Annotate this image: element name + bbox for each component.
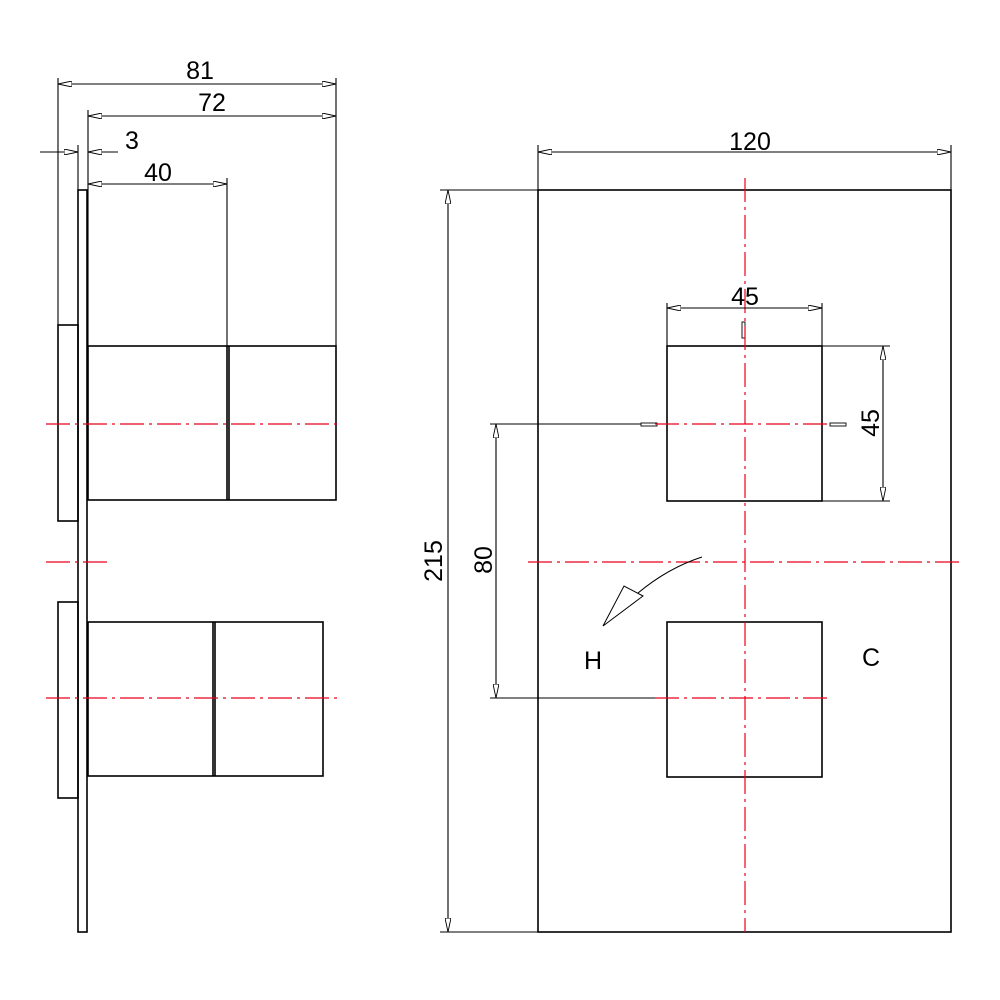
dim-label-120: 120 xyxy=(729,128,771,156)
side-lower-flange xyxy=(57,601,79,799)
hot-label: H xyxy=(584,647,602,675)
side-view: 81 72 3 40 xyxy=(40,57,338,933)
front-extension-lines xyxy=(440,145,952,933)
cold-label: C xyxy=(862,644,880,672)
dim-label-80: 80 xyxy=(470,546,498,574)
front-view: 120 45 215 45 80 H C xyxy=(420,128,962,933)
dim-label-40: 40 xyxy=(144,159,172,187)
dim-label-3: 3 xyxy=(125,127,139,155)
dim-label-215: 215 xyxy=(420,540,448,582)
upper-handle-right-tick xyxy=(829,422,847,427)
dim-label-45-vertical: 45 xyxy=(857,409,885,437)
side-upper-flange xyxy=(57,324,79,522)
side-upper-handle xyxy=(87,345,337,501)
side-wall-plate xyxy=(77,189,88,933)
rotation-arrow-icon xyxy=(602,556,703,627)
dim-label-81: 81 xyxy=(186,57,214,85)
dim-label-45-horizontal: 45 xyxy=(731,283,759,311)
dim-label-72: 72 xyxy=(198,89,226,117)
side-extension-lines xyxy=(57,78,337,346)
side-lower-handle xyxy=(87,621,324,777)
upper-handle-left-tick xyxy=(640,422,658,427)
